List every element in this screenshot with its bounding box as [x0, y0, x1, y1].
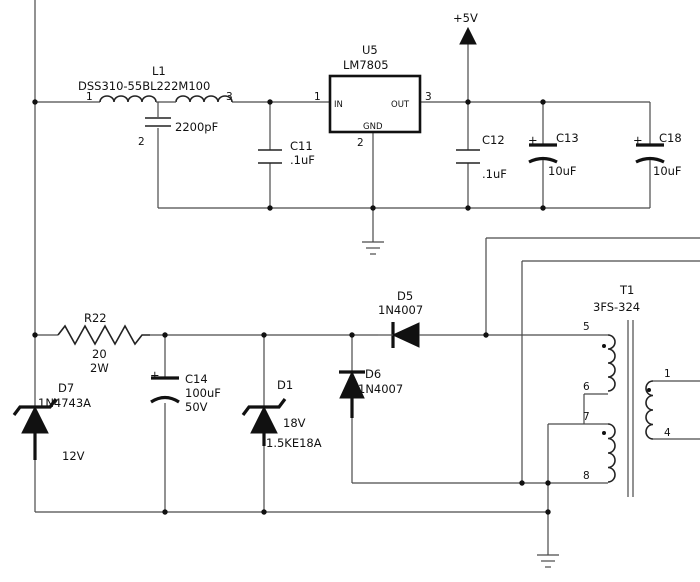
d7-voltage: 12V — [62, 449, 85, 463]
t1-pin7: 7 — [583, 411, 590, 423]
c14-polarity: + — [150, 368, 160, 382]
t1-pin6: 6 — [583, 381, 590, 393]
c18-polarity: + — [633, 133, 643, 147]
d6-part: 1N4007 — [358, 382, 403, 396]
d7-zener: D7 1N4743A 12V — [12, 381, 91, 463]
c18-ref: C18 — [659, 131, 682, 145]
t1-pin5: 5 — [583, 321, 590, 333]
r22-ref: R22 — [84, 311, 107, 325]
c13-polarity: + — [528, 133, 538, 147]
l1-pin3: 3 — [226, 91, 233, 103]
c11-ref: C11 — [290, 139, 313, 153]
t1-ref: T1 — [619, 283, 634, 297]
d5-ref: D5 — [397, 289, 413, 303]
supply-5v: +5V — [453, 11, 478, 45]
d1-part: 1.5KE18A — [266, 436, 322, 450]
d7-ref: D7 — [58, 381, 74, 395]
wires-bottom — [34, 237, 700, 555]
d1-ref: D1 — [277, 378, 293, 392]
c12-ref: C12 — [482, 133, 505, 147]
u5-in-label: IN — [334, 100, 343, 110]
c12-value: .1uF — [482, 167, 507, 181]
l1-pin2: 2 — [138, 136, 145, 148]
u5-ref: U5 — [362, 43, 378, 57]
t1-pin8: 8 — [583, 470, 590, 482]
t1-part: 3FS-324 — [593, 300, 640, 314]
l1-cap-value: 2200pF — [175, 120, 218, 134]
c11-value: .1uF — [290, 153, 315, 167]
r22-power: 2W — [90, 361, 109, 375]
l1-filter: L1 DSS310-55BL222M100 1 3 2 2200pF — [78, 64, 233, 148]
t1-pin4: 4 — [664, 427, 671, 439]
c14-ref: C14 — [185, 372, 208, 386]
d5-diode: D5 1N4007 — [378, 289, 430, 348]
d1-voltage: 18V — [283, 416, 306, 430]
u5-regulator: U5 LM7805 IN OUT GND 1 3 2 — [314, 43, 432, 149]
u5-out-label: OUT — [391, 100, 410, 110]
u5-pin-gnd: 2 — [357, 137, 364, 149]
u5-gnd-label: GND — [363, 122, 383, 132]
c11-capacitor: C11 .1uF — [258, 139, 315, 167]
u5-pin-out: 3 — [425, 91, 432, 103]
c14-voltage: 50V — [185, 400, 208, 414]
ground-symbol — [362, 241, 384, 255]
d6-ref: D6 — [365, 367, 381, 381]
junctions-top — [32, 99, 546, 211]
c13-value: 10uF — [548, 164, 577, 178]
junctions-bottom — [32, 332, 551, 515]
r22-value: 20 — [92, 347, 107, 361]
d6-diode: D6 1N4007 — [339, 367, 403, 418]
u5-part: LM7805 — [343, 58, 389, 72]
d5-part: 1N4007 — [378, 303, 423, 317]
d1-tvs: D1 18V 1.5KE18A — [241, 378, 322, 450]
u5-pin-in: 1 — [314, 91, 321, 103]
l1-ref: L1 — [152, 64, 166, 78]
l1-pin1: 1 — [86, 91, 93, 103]
supply-label: +5V — [453, 11, 478, 25]
c13-capacitor: + C13 10uF — [528, 131, 579, 178]
t1-pin1: 1 — [664, 368, 671, 380]
c14-value: 100uF — [185, 386, 221, 400]
c13-ref: C13 — [556, 131, 579, 145]
c18-value: 10uF — [653, 164, 682, 178]
wires-top — [34, 0, 651, 335]
l1-part: DSS310-55BL222M100 — [78, 79, 210, 93]
c14-capacitor: + C14 100uF 50V — [150, 368, 221, 414]
c12-capacitor: C12 .1uF — [456, 133, 507, 181]
t1-transformer: T1 3FS-324 5 6 7 8 1 4 — [583, 283, 700, 497]
r22-resistor: R22 20 2W — [57, 311, 150, 375]
c18-capacitor: + C18 10uF — [633, 131, 682, 178]
ground-symbol-bottom — [537, 554, 559, 568]
d7-part: 1N4743A — [38, 396, 91, 410]
